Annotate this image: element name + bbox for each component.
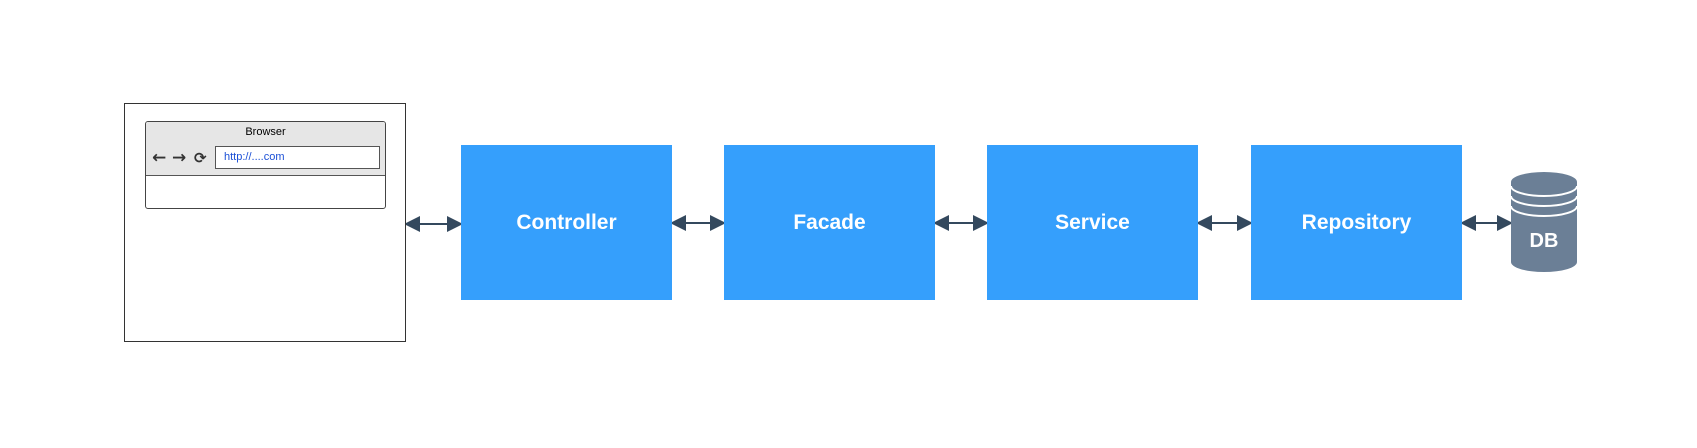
browser-chrome: Browser ← → ⟳ http://....com bbox=[146, 122, 385, 176]
repository-block: Repository bbox=[1251, 145, 1462, 300]
browser-url-bar: http://....com bbox=[215, 146, 380, 169]
arrow-right-icon: → bbox=[172, 148, 187, 168]
database-label: DB bbox=[1529, 230, 1559, 252]
facade-block: Facade bbox=[724, 145, 935, 300]
service-block: Service bbox=[987, 145, 1198, 300]
database-icon bbox=[1510, 172, 1578, 272]
browser-window: Browser ← → ⟳ http://....com bbox=[145, 121, 386, 209]
reload-icon: ⟳ bbox=[194, 149, 207, 167]
browser-title: Browser bbox=[245, 126, 286, 138]
controller-block: Controller bbox=[461, 145, 672, 300]
arrow-left-icon: ← bbox=[152, 148, 167, 168]
